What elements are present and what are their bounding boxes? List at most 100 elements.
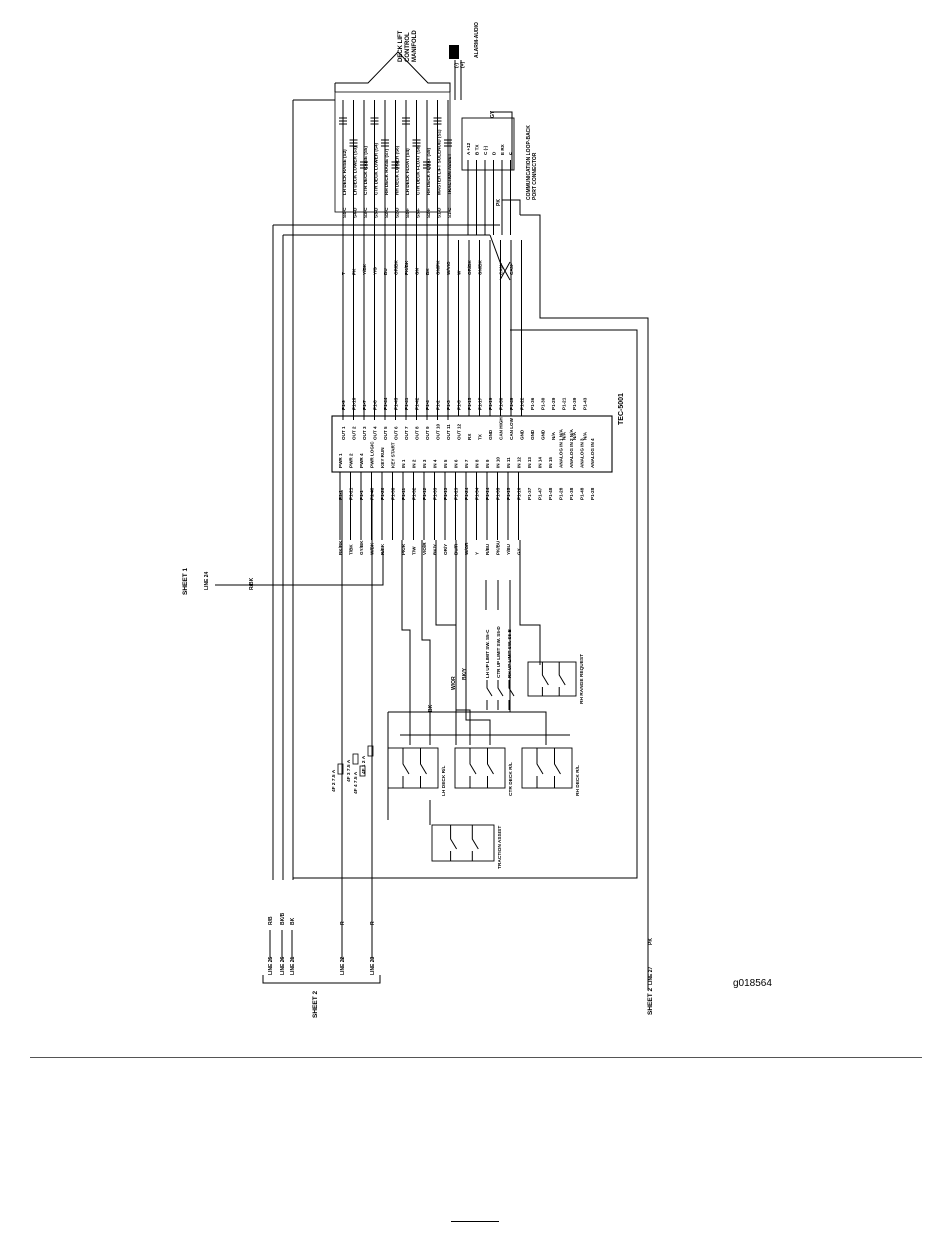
fuse-icon	[359, 765, 366, 777]
relay-box	[527, 661, 577, 697]
input-label: IN 13	[527, 457, 532, 468]
sheet2-wire-label: R/B	[268, 916, 274, 925]
comm-pin-label: A +12	[466, 142, 471, 155]
output-label: OUT 10	[436, 423, 441, 440]
output-pin: P1-3	[446, 400, 451, 410]
input-pin: P1-47	[538, 487, 543, 500]
controller-input: PWR 1P1-1BK/BK	[338, 453, 343, 555]
output-pin: P1-8	[373, 400, 378, 410]
input-wire-color: OR/Y	[443, 544, 448, 555]
alarm-icon	[449, 45, 459, 59]
sheet1-reference: SHEET 1 LINE 24 R/BK	[182, 550, 384, 595]
sheet2-right-label: SHEET 2	[647, 988, 654, 1015]
relay-contacts-icon	[469, 748, 494, 788]
figure-id: g018564	[733, 978, 772, 989]
comm-wire-gy: GY	[490, 110, 496, 118]
solenoid-label: LH DECK FLOAT (S4)	[405, 148, 410, 195]
controller-input: ANALOG IN 3P1-48	[580, 438, 585, 500]
output-wire-color: CAN+	[499, 262, 504, 275]
output-pin: P1-41	[404, 397, 409, 410]
input-label: ANALOG IN 1 N/A	[559, 429, 564, 468]
output-label: GND	[541, 429, 546, 440]
fuse-icon	[367, 745, 374, 757]
solenoid-pin: S3-C	[363, 207, 368, 218]
sheet2-line-label: LINE 23	[370, 956, 376, 975]
input-pin: P1-1	[338, 490, 343, 500]
sheet1-wire: R/BK	[249, 577, 255, 590]
output-label: OUT 12	[457, 423, 462, 440]
alarm-label: ALARM-AUDIO	[474, 22, 480, 58]
input-wire-color: Y/BU	[506, 543, 511, 555]
output-wire-color: BU	[383, 268, 388, 275]
switch-label: LH UP LIMIT SW. S5-C	[485, 629, 490, 678]
sheet2-label: SHEET 2	[312, 991, 319, 1018]
limit-switch: CTR UP LIMIT SW. S5-D	[496, 626, 504, 710]
fuse: 4F 1 2 A	[361, 745, 374, 774]
input-pin: P1-37	[527, 487, 532, 500]
input-pin: P1-14	[485, 487, 490, 500]
input-label: PWR 4	[359, 453, 364, 468]
output-wire-color: W	[457, 270, 462, 275]
input-pin: P1-48	[548, 487, 553, 500]
solenoid-coil-icon	[370, 117, 379, 125]
sheet2-line-label: LINE 25	[268, 956, 274, 975]
solenoid-pin: S3-F	[416, 208, 421, 218]
comm-port-wires	[490, 111, 521, 215]
solenoid-label: CTR DECK LOWER (S4)	[374, 142, 379, 195]
solenoid-coil-icon	[412, 139, 421, 147]
input-pin: P1-33	[433, 487, 438, 500]
output-pin: P1-39	[572, 397, 577, 410]
input-label: IN 5	[443, 459, 448, 468]
input-label: KEY RUN	[380, 447, 385, 468]
output-label: OUT 11	[446, 424, 451, 440]
solenoid-pin: S4-C	[342, 207, 347, 218]
sheet2-line: LINE 25 R/B	[268, 916, 274, 975]
controller-input: IN 9P1-14R/BU	[485, 459, 490, 555]
input-wire-color: BK/BK	[338, 540, 343, 555]
solenoid-coil-icon	[381, 139, 389, 147]
input-pin: P1-28	[590, 487, 595, 500]
comm-pin-label: F	[509, 152, 514, 155]
solenoid-pin: S1-D	[437, 207, 442, 218]
controller-input: IN 2P1-32T/W	[412, 459, 417, 555]
input-pin: P1-12	[422, 487, 427, 500]
input-label: IN 3	[422, 459, 427, 468]
input-label: IN 4	[433, 459, 438, 468]
output-wire-color: Y/BK	[362, 263, 367, 275]
relay: TRACTION ASSIST	[431, 824, 503, 869]
output-label: CAN LOW	[509, 417, 514, 440]
manifold-bracket-ends	[334, 82, 451, 92]
input-label: PWR 2	[349, 453, 354, 468]
relay: CTR DECK R/L	[454, 747, 514, 796]
fuse-label: 4F 3 7.5 A	[346, 759, 352, 782]
controller-output: OUT 3P1-7Y/BK	[362, 240, 367, 440]
output-label: OUT 7	[404, 426, 409, 440]
comm-port-box	[461, 117, 515, 171]
output-label: OUT 9	[425, 426, 430, 440]
alarm-audio: ALARM-AUDIO (-) (+)	[449, 22, 480, 100]
fuse-icon	[337, 763, 344, 775]
sheet1-wire-line	[215, 550, 384, 586]
lower-wiring: BK W/OR BK/Y	[341, 490, 570, 960]
comm-wire-pk: PK	[496, 199, 502, 206]
input-wire-color: PK/BU	[496, 540, 501, 555]
fuse: 4F 2 7.5 A	[331, 763, 344, 792]
solenoid-pin: S4-F	[405, 208, 410, 218]
input-wire-color: R/BU	[485, 543, 490, 555]
input-pin: P1-21	[349, 487, 354, 500]
output-wire-color: GN/PK	[436, 260, 441, 275]
solenoid-coil-icon	[339, 117, 347, 125]
input-pin: P1-32	[412, 487, 417, 500]
solenoid-label: CTR DECK RAISE (S5)	[363, 146, 368, 195]
page-divider	[30, 1057, 922, 1058]
